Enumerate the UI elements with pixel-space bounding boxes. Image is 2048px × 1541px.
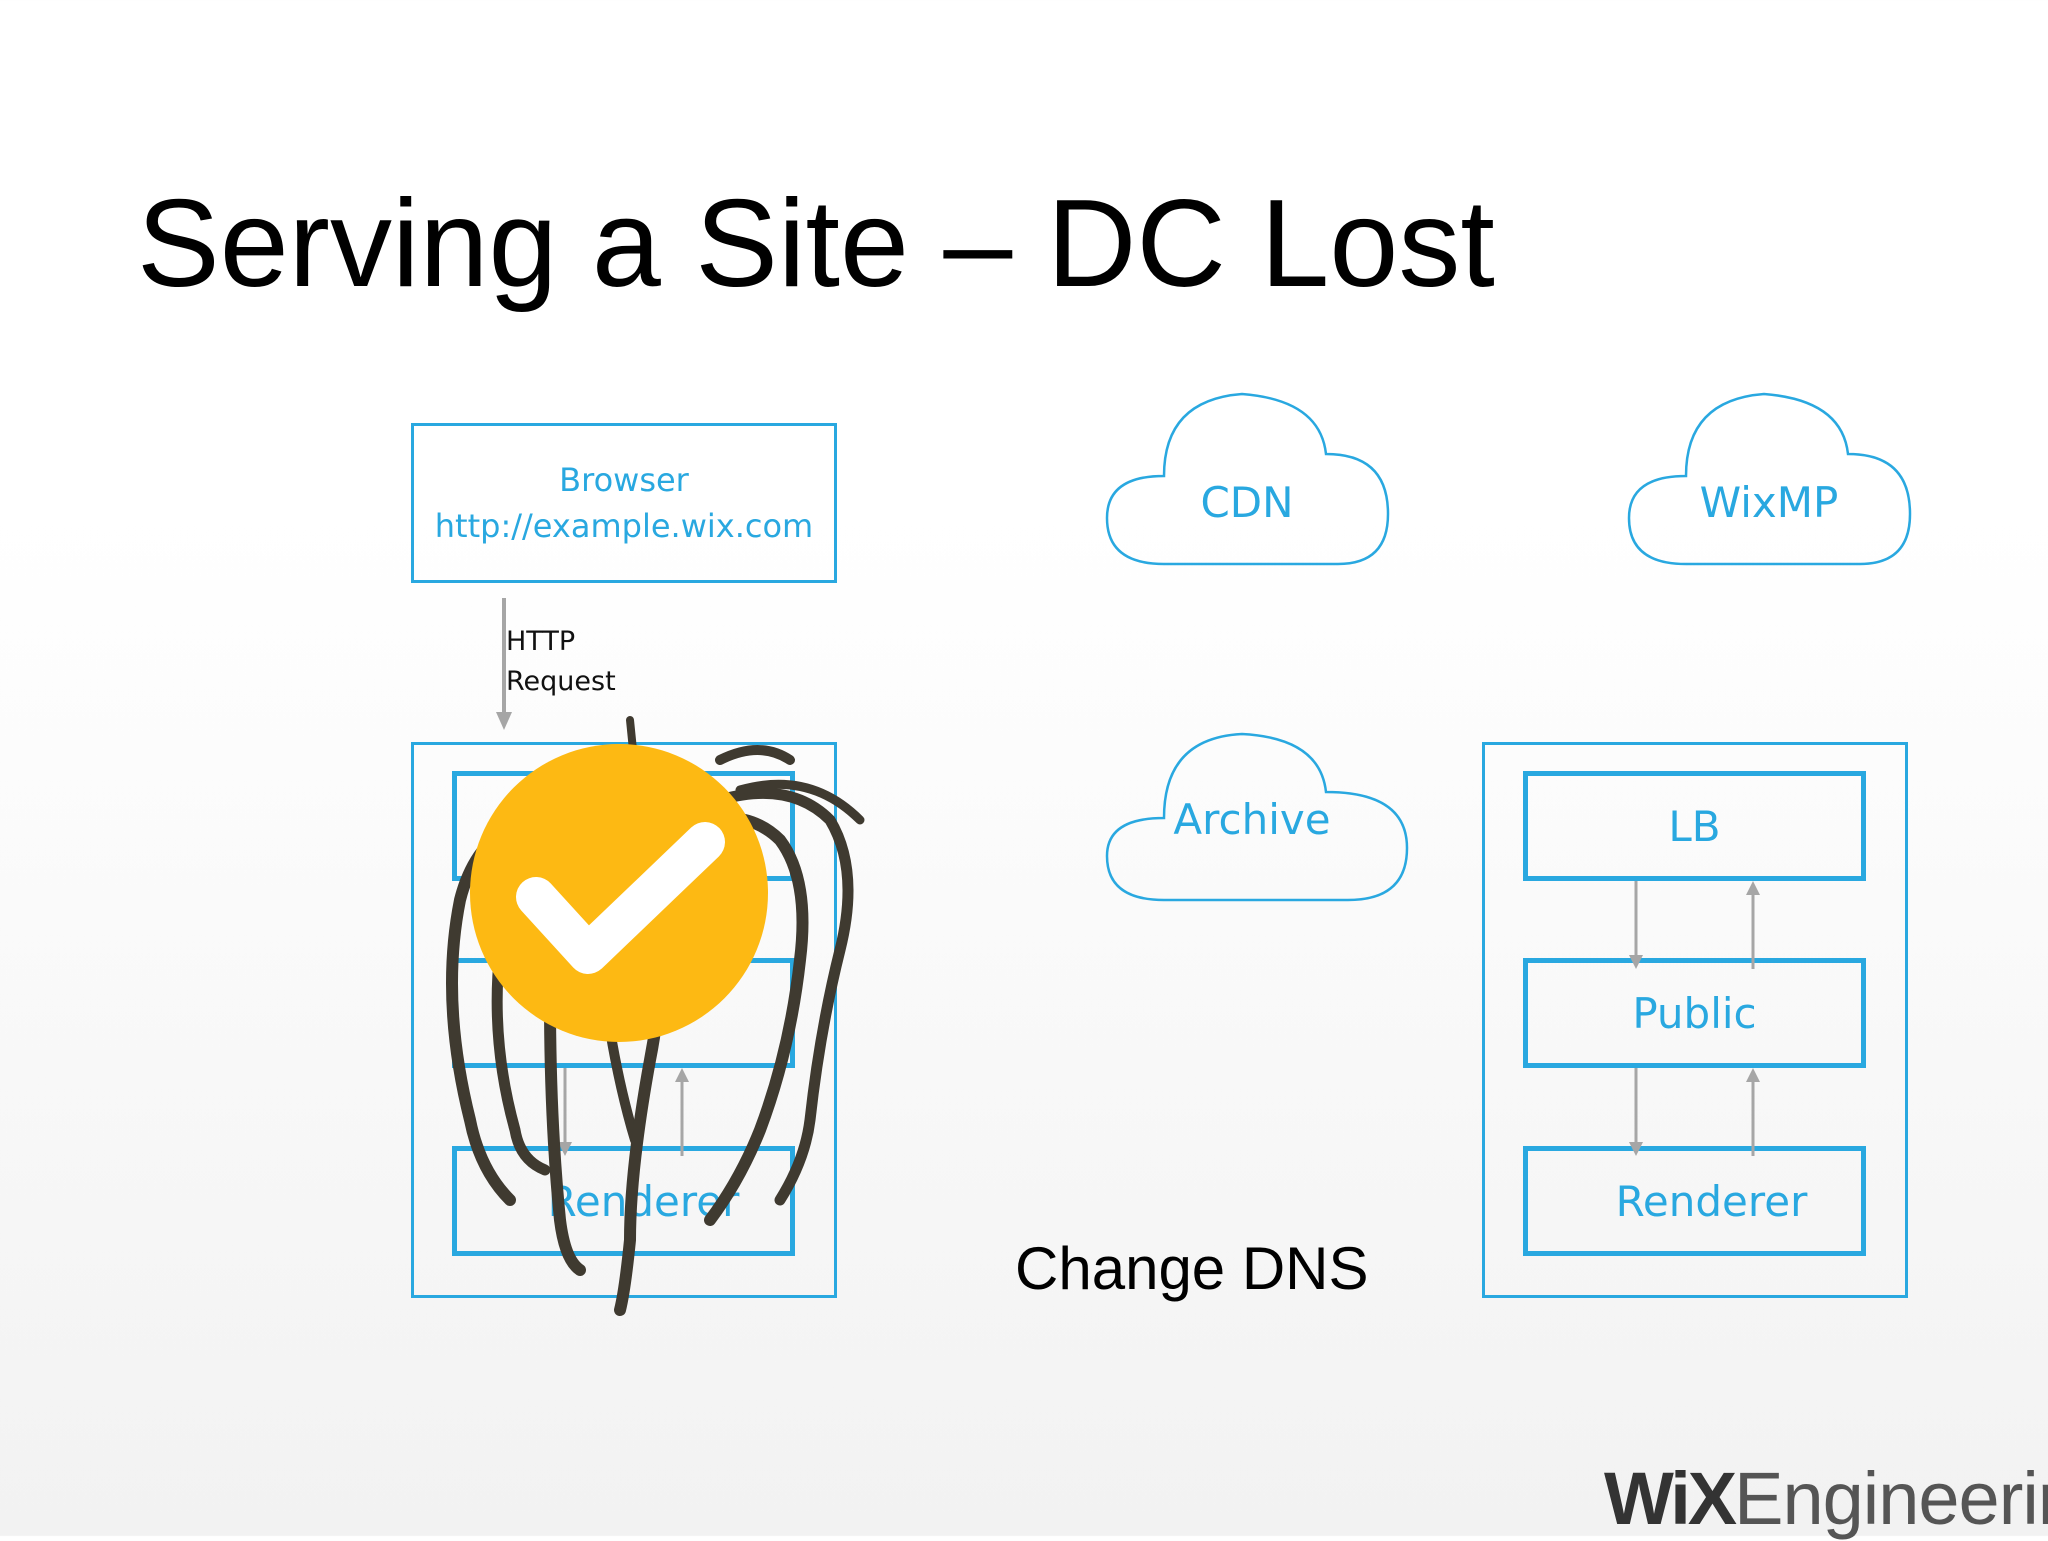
right-public-renderer-arrows [1629, 1068, 1760, 1156]
cloud-icon [1105, 732, 1409, 902]
browser-url: http://example.wix.com [434, 507, 814, 545]
right-lb-public-arrows [1629, 881, 1760, 969]
browser-box: Browser http://example.wix.com [411, 423, 837, 583]
cdn-label: CDN [1200, 478, 1294, 527]
right-public-label: Public [1632, 988, 1757, 1038]
wixmp-label: WixMP [1699, 478, 1839, 527]
wix-engineering-logo: WiXEngineering [1604, 1457, 2048, 1540]
slide-title: Serving a Site – DC Lost [137, 175, 1495, 313]
right-lb-box: LB [1523, 771, 1866, 881]
right-lb-label: LB [1668, 801, 1721, 851]
right-public-box: Public [1523, 958, 1866, 1068]
left-internal-arrows [558, 1068, 689, 1156]
archive-label: Archive [1173, 795, 1331, 844]
right-datacenter [1482, 742, 1908, 1298]
http-request-arrow [496, 598, 512, 730]
cloud-icon [1105, 392, 1390, 566]
checkmark-icon [470, 744, 768, 1042]
cloud-icon [1627, 392, 1912, 566]
change-dns-label: Change DNS [1015, 1235, 1369, 1302]
right-renderer-label: Renderer [1615, 1176, 1808, 1226]
browser-label: Browser [559, 461, 689, 499]
right-renderer-box: Renderer [1523, 1146, 1866, 1256]
http-request-label: HTTP Request [506, 626, 616, 697]
